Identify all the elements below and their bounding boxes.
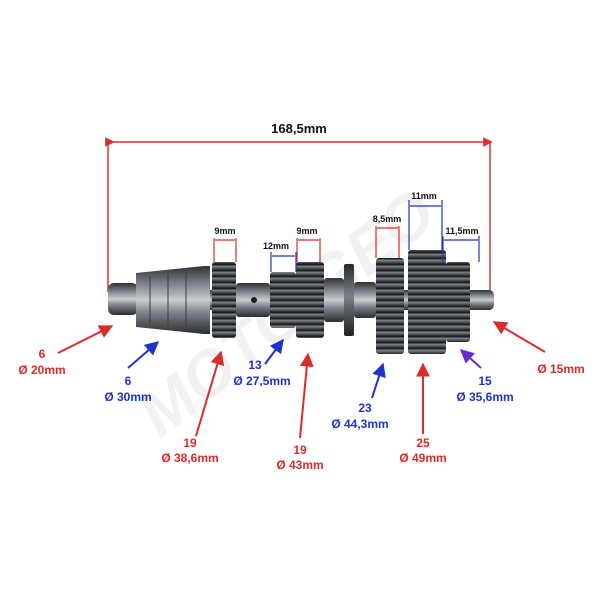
arrow-gear-13 (264, 338, 284, 365)
spline-body-diameter: Ø 30mm (104, 390, 151, 404)
callout-gear-15: 15 Ø 35,6mm (456, 374, 513, 404)
callout-labels: 6 Ø 20mm 6 Ø 30mm 19 Ø 38,6mm 13 Ø 27,5m… (18, 347, 584, 472)
gear-13-width-label: 12mm (263, 241, 289, 251)
spline-body-count: 6 (125, 374, 132, 388)
gear-15-count: 15 (478, 374, 492, 388)
arrow-spline-body (127, 341, 160, 369)
gear-23 (376, 258, 404, 354)
callout-arrows (57, 321, 546, 439)
callout-spline-end: 6 Ø 20mm (18, 347, 65, 377)
callout-gear-25: 25 Ø 49mm (399, 436, 446, 465)
dog-ring (344, 264, 354, 336)
gear-15 (446, 262, 470, 342)
gear-23-count: 23 (358, 401, 372, 415)
arrow-gear-23 (371, 362, 386, 399)
gear-25 (408, 250, 446, 354)
gear-23-diameter: Ø 44,3mm (331, 417, 388, 431)
gear-19b-diameter: Ø 43mm (276, 458, 323, 472)
gear-19a-width-label: 9mm (214, 226, 235, 236)
gear-15-width-label: 11,5mm (445, 226, 478, 236)
spacer (324, 278, 344, 322)
gear-25-diameter: Ø 49mm (399, 451, 446, 465)
callout-gear-13: 13 Ø 27,5mm (233, 358, 290, 388)
arrow-gear-19a (195, 350, 225, 437)
overall-length-dimension: 168,5mm (105, 121, 493, 292)
gear-19a-count: 19 (183, 436, 197, 450)
gear-23-width-label: 8,5mm (373, 214, 402, 224)
gear-19b-width-label: 9mm (296, 226, 317, 236)
gear-shaft (108, 250, 494, 354)
arrow-spline-end (57, 325, 114, 354)
spline-end-count: 6 (39, 347, 46, 361)
gear-19b-count: 19 (293, 443, 307, 457)
arrow-gear-15 (459, 349, 482, 369)
gear-15-diameter: Ø 35,6mm (456, 390, 513, 404)
gear-19b (296, 262, 324, 338)
gear-width-dimensions: 9mm 12mm 9mm 8,5mm 11mm 11,5mm (213, 191, 480, 272)
callout-gear-23: 23 Ø 44,3mm (331, 401, 388, 431)
shaft-end-diameter: Ø 15mm (537, 362, 584, 376)
gear-19a (212, 262, 236, 338)
callout-spline-body: 6 Ø 30mm (104, 374, 151, 404)
spline-end (108, 283, 138, 315)
overall-length-label: 168,5mm (271, 121, 327, 136)
arrow-gear-19b (299, 352, 314, 439)
arrow-shaft-end (492, 321, 546, 353)
gear-13-diameter: Ø 27,5mm (233, 374, 290, 388)
gear-25-width-label: 11mm (411, 191, 437, 201)
callout-gear-19b: 19 Ø 43mm (276, 443, 323, 472)
callout-shaft-end: Ø 15mm (537, 362, 584, 376)
spline-end-diameter: Ø 20mm (18, 363, 65, 377)
callout-gear-19a: 19 Ø 38,6mm (161, 436, 218, 465)
spline-body (136, 266, 210, 334)
gear-25-count: 25 (416, 436, 430, 450)
gear-13 (270, 272, 296, 328)
shaft-output-end (470, 290, 494, 310)
gear-19a-diameter: Ø 38,6mm (161, 451, 218, 465)
gear-13-count: 13 (248, 358, 262, 372)
